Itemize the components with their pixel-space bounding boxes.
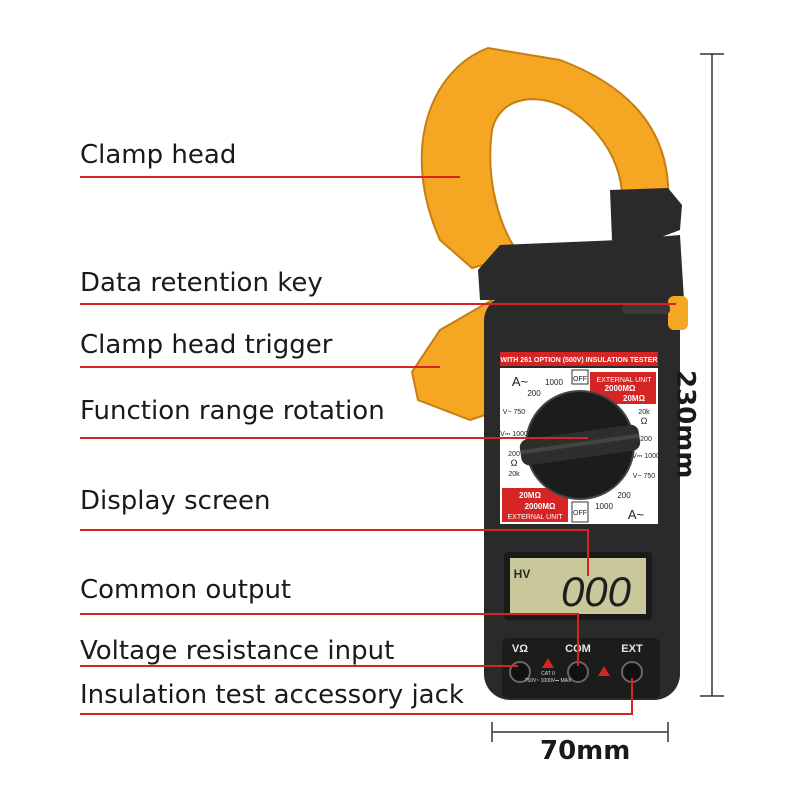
clamp-jaw-shape [420, 46, 670, 270]
lcd-mode-label: HV [514, 567, 531, 581]
svg-text:EXT: EXT [621, 643, 643, 655]
svg-text:750V~ 1000V⎓ MAX: 750V~ 1000V⎓ MAX [525, 678, 572, 684]
svg-text:200: 200 [617, 491, 631, 500]
svg-text:Ω: Ω [641, 416, 648, 426]
svg-text:200: 200 [527, 389, 541, 398]
svg-text:A~: A~ [628, 507, 645, 522]
svg-text:Ω: Ω [511, 458, 518, 468]
callout-data-retention-key: Data retention key [80, 268, 323, 298]
svg-text:V⎓ 1000: V⎓ 1000 [632, 453, 660, 460]
svg-text:CAT II: CAT II [541, 671, 555, 677]
callout-voltage-resistance-input: Voltage resistance input [80, 636, 395, 666]
svg-text:V~ 750: V~ 750 [503, 409, 525, 416]
svg-text:V~ 750: V~ 750 [633, 473, 655, 480]
svg-text:20MΩ: 20MΩ [623, 394, 646, 403]
svg-text:A~: A~ [512, 374, 529, 389]
svg-text:1000: 1000 [595, 502, 613, 511]
height-dimension-label: 230mm [670, 370, 700, 479]
svg-text:200: 200 [640, 436, 652, 443]
svg-text:V⎓ 1000: V⎓ 1000 [500, 431, 528, 438]
external-unit-bottom: EXTERNAL UNIT [508, 514, 564, 521]
svg-text:VΩ: VΩ [512, 643, 528, 655]
svg-text:20k: 20k [638, 409, 650, 416]
callout-function-range-rotation: Function range rotation [80, 396, 385, 426]
svg-text:20MΩ: 20MΩ [519, 491, 542, 500]
clamp-jaw-tip [610, 188, 682, 245]
callout-common-output: Common output [80, 575, 292, 605]
width-dimension-label: 70mm [540, 736, 631, 766]
callout-clamp-head-trigger: Clamp head trigger [80, 330, 333, 360]
svg-text:200: 200 [508, 451, 520, 458]
callout-display-screen: Display screen [80, 486, 271, 516]
svg-text:2000MΩ: 2000MΩ [525, 502, 556, 511]
external-unit-top: EXTERNAL UNIT [597, 377, 653, 384]
svg-text:20k: 20k [508, 471, 520, 478]
callout-clamp-head: Clamp head [80, 140, 237, 170]
data-hold-key-shape [668, 296, 688, 330]
svg-text:OFF: OFF [573, 376, 587, 383]
callout-insulation-test-accessory-jack: Insulation test accessory jack [80, 680, 464, 710]
banner-text: WITH 261 OPTION (500V) INSULATION TESTER [500, 357, 657, 364]
svg-text:1000: 1000 [545, 378, 563, 387]
svg-text:2000MΩ: 2000MΩ [605, 384, 636, 393]
svg-text:OFF: OFF [573, 510, 587, 517]
warning-icon-2 [598, 666, 610, 676]
warning-icon [542, 658, 554, 668]
lcd-screen [510, 558, 646, 614]
upper-body-shape [478, 235, 684, 300]
lcd-reading: 000 [561, 568, 632, 615]
